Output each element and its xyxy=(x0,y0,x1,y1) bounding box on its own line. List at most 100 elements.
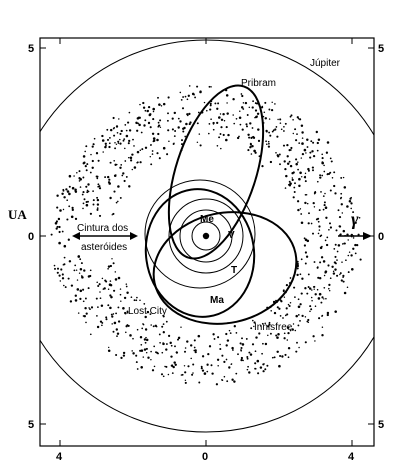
asteroid-dot xyxy=(162,323,165,325)
asteroid-dot xyxy=(81,276,84,279)
asteroid-dot xyxy=(106,128,109,131)
asteroid-dot xyxy=(50,233,53,236)
asteroid-dot xyxy=(78,170,81,173)
asteroid-dot xyxy=(201,369,205,372)
asteroid-dot xyxy=(111,315,114,318)
asteroid-dot xyxy=(226,112,229,115)
asteroid-dot xyxy=(282,290,285,293)
asteroid-dot xyxy=(300,176,303,178)
asteroid-dot xyxy=(108,346,110,349)
asteroid-dot xyxy=(296,133,298,135)
asteroid-dot xyxy=(60,268,63,271)
asteroid-dot xyxy=(291,177,293,179)
asteroid-dot xyxy=(55,220,59,223)
asteroid-dot xyxy=(217,102,220,105)
asteroid-dot xyxy=(83,315,86,318)
asteroid-dot xyxy=(136,328,139,331)
asteroid-dot xyxy=(244,101,248,105)
asteroid-dot xyxy=(107,304,110,307)
asteroid-dot xyxy=(189,344,193,347)
asteroid-dot xyxy=(117,320,121,323)
asteroid-dot xyxy=(223,375,226,378)
asteroid-dot xyxy=(220,147,222,150)
asteroid-dot xyxy=(248,351,251,354)
asteroid-dot xyxy=(299,273,302,276)
asteroid-dot xyxy=(343,186,347,189)
asteroid-dot xyxy=(280,128,283,131)
asteroid-dot xyxy=(58,230,61,234)
asteroid-dot xyxy=(255,336,258,339)
asteroid-dot xyxy=(298,177,301,181)
asteroid-dot xyxy=(109,161,112,164)
asteroid-dot xyxy=(86,189,89,192)
asteroid-dot xyxy=(167,334,171,338)
asteroid-dot xyxy=(206,370,209,373)
asteroid-dot xyxy=(307,273,310,276)
asteroid-dot xyxy=(166,119,169,122)
asteroid-dot xyxy=(305,255,309,258)
asteroid-dot xyxy=(284,187,287,189)
asteroid-dot xyxy=(333,184,336,188)
asteroid-dot xyxy=(323,204,326,207)
asteroid-dot xyxy=(251,144,254,148)
asteroid-dot xyxy=(253,149,256,153)
asteroid-dot xyxy=(261,352,263,355)
asteroid-dot xyxy=(125,129,128,132)
asteroid-dot xyxy=(275,152,277,154)
asteroid-dot xyxy=(351,268,354,271)
asteroid-dot xyxy=(246,114,249,116)
asteroid-dot xyxy=(347,254,350,257)
asteroid-dot xyxy=(334,268,337,271)
asteroid-dot xyxy=(254,116,256,119)
asteroid-dot xyxy=(264,342,268,346)
asteroid-dot xyxy=(248,136,251,139)
asteroid-dot xyxy=(193,346,196,349)
asteroid-dot xyxy=(114,278,118,281)
asteroid-dot xyxy=(128,129,132,132)
asteroid-dot xyxy=(268,142,270,145)
asteroid-dot xyxy=(282,317,284,319)
gamma-arrow-head xyxy=(363,232,372,240)
asteroid-dot xyxy=(322,208,325,211)
asteroid-dot xyxy=(146,109,149,113)
asteroid-dot xyxy=(313,288,315,290)
asteroid-dot xyxy=(309,151,312,154)
asteroid-dot xyxy=(117,200,119,203)
asteroid-dot xyxy=(59,209,62,212)
asteroid-dot xyxy=(257,372,260,375)
asteroid-dot xyxy=(247,133,250,136)
asteroid-dot xyxy=(138,116,140,119)
asteroid-dot xyxy=(179,120,182,123)
asteroid-dot xyxy=(341,261,343,263)
asteroid-dot xyxy=(117,140,120,143)
asteroid-dot xyxy=(268,321,271,324)
asteroid-dot xyxy=(107,288,110,291)
asteroid-dot xyxy=(300,213,303,215)
asteroid-dot xyxy=(251,343,255,346)
asteroid-dot xyxy=(156,138,159,142)
asteroid-dot xyxy=(62,208,65,211)
asteroid-dot xyxy=(84,150,86,153)
asteroid-dot xyxy=(250,153,253,155)
asteroid-dot xyxy=(84,307,87,310)
asteroid-dot xyxy=(329,226,333,229)
asteroid-dot xyxy=(306,138,309,141)
asteroid-dot xyxy=(314,191,317,193)
asteroid-dot xyxy=(298,184,301,188)
asteroid-dot xyxy=(166,153,169,156)
earth-orbit xyxy=(168,198,244,274)
asteroid-dot xyxy=(252,319,254,322)
asteroid-dot xyxy=(232,98,235,101)
asteroid-dot xyxy=(228,329,231,332)
asteroid-dot xyxy=(311,150,314,153)
innisfree-orbit xyxy=(152,211,298,325)
asteroid-dot xyxy=(71,208,74,212)
asteroid-dot xyxy=(68,205,71,208)
asteroid-dot xyxy=(207,352,210,356)
asteroid-dot xyxy=(287,356,290,359)
asteroid-dot xyxy=(157,96,159,99)
asteroid-dot xyxy=(340,176,343,179)
asteroid-dot xyxy=(326,311,330,315)
asteroid-dot xyxy=(338,225,341,228)
asteroid-dot xyxy=(196,141,199,144)
